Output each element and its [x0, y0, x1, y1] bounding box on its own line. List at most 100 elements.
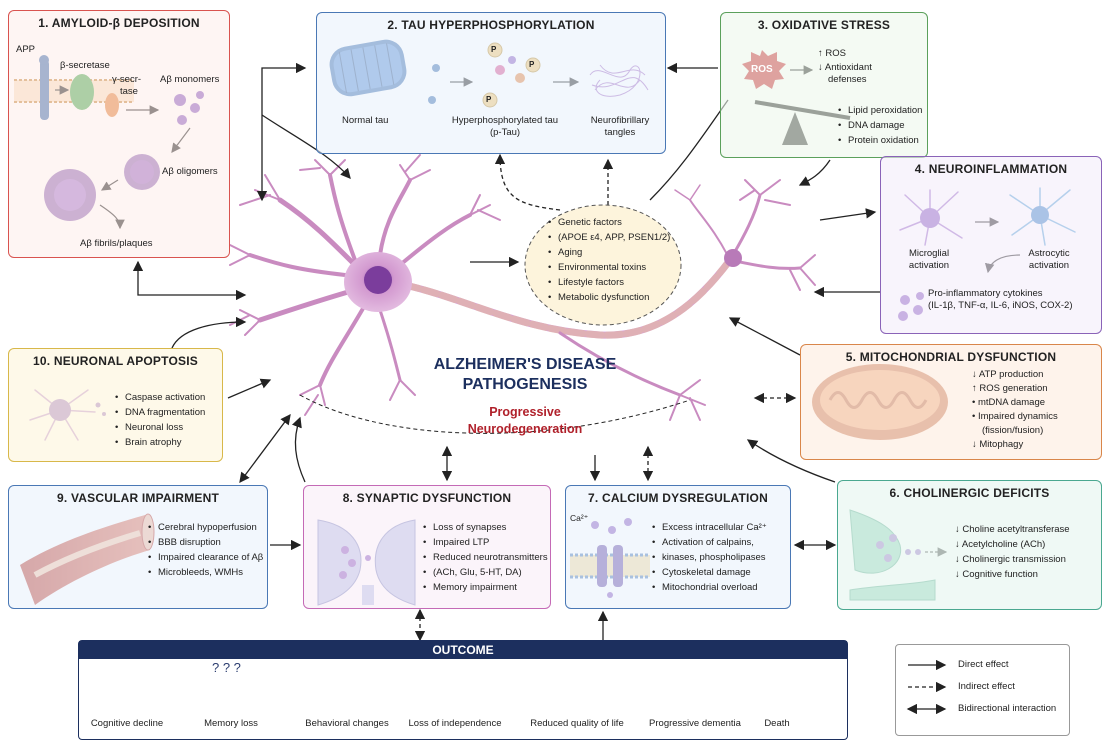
ptau-label-line2: (p-Tau): [489, 127, 521, 138]
legend-panel: [895, 644, 1070, 736]
question-marks-icon: ? ? ?: [212, 660, 241, 675]
ptau-label-line1: Hyperphosphorylated tau: [451, 115, 559, 126]
risk-factor-item: (APOE ε4, APP, PSEN1/2): [548, 230, 670, 245]
outcome-title: OUTCOME: [79, 641, 847, 659]
normal-tau-label: Normal tau: [342, 115, 389, 126]
oxidative-item: Protein oxidation: [838, 133, 922, 148]
antioxidant-label: ↓ Antioxidant defenses: [818, 62, 872, 86]
ptau-label: Hyperphosphorylated tau (p-Tau): [440, 115, 570, 139]
synaptic-item: (ACh, Glu, 5-HT, DA): [423, 565, 548, 580]
cytokines-label: Pro-inflammatory cytokines (IL-1β, TNF-α…: [928, 288, 1073, 312]
phosphate-label-1: P: [491, 45, 497, 54]
mitochondrial-item: ↑ ROS generation: [972, 383, 1048, 394]
cholinergic-item: ↓ Choline acetyltransferase: [955, 524, 1070, 535]
legend-lines: [906, 659, 947, 715]
oxidative-item: Lipid peroxidation: [838, 103, 922, 118]
vascular-item: BBB disruption: [148, 535, 263, 550]
secondary-neuron-soma: [724, 249, 742, 267]
risk-factor-item: Aging: [548, 245, 670, 260]
main-title: ALZHEIMER'S DISEASE PATHOGENESIS: [420, 355, 630, 395]
nft-label: Neurofibrillary tangles: [580, 115, 660, 139]
legend-bidirectional: Bidirectional interaction: [958, 703, 1057, 714]
cholinergic-list: ↓ Choline acetyltransferase ↓ Acetylchol…: [955, 522, 1070, 582]
outcome-memory-loss: Memory loss: [204, 718, 258, 729]
cholinergic-item: ↓ Cognitive function: [955, 569, 1038, 580]
mitochondrial-item: ↓ ATP production: [972, 369, 1044, 380]
cholinergic-title: 6. CHOLINERGIC DEFICITS: [889, 486, 1050, 500]
main-title-line1: ALZHEIMER'S DISEASE: [433, 356, 617, 373]
legend-direct: Direct effect: [958, 659, 1009, 670]
pathway-arrows: [132, 62, 880, 642]
synaptic-item: Loss of synapses: [423, 520, 548, 535]
microglial-line2: activation: [908, 260, 950, 271]
gamma-secretase-label-1: γ-secr-: [112, 74, 142, 85]
main-subtitle-line2: Neurodegeneration: [467, 422, 583, 436]
outcome-death: Death: [764, 718, 790, 729]
calcium-title: 7. CALCIUM DYSREGULATION: [588, 491, 768, 505]
risk-factor-list: Genetic factors (APOE ε4, APP, PSEN1/2) …: [548, 215, 670, 305]
microglial-label: Microglial activation: [898, 248, 960, 272]
beta-secretase-label: β-secretase: [60, 60, 110, 71]
apoptosis-list: Caspase activation DNA fragmentation Neu…: [115, 390, 205, 450]
synaptic-item: Impaired LTP: [423, 535, 548, 550]
cytokines-line2: (IL-1β, TNF-α, IL-6, iNOS, COX-2): [928, 300, 1073, 311]
outcome-progressive-dementia: Progressive dementia: [649, 718, 741, 729]
main-subtitle: Progressive Neurodegeneration: [445, 404, 605, 438]
risk-factor-item: Lifestyle factors: [548, 275, 670, 290]
apoptosis-item: Brain atrophy: [115, 435, 205, 450]
mitochondrial-item: • mtDNA damage: [972, 397, 1046, 408]
neuron-nucleus: [364, 266, 392, 294]
legend-indirect: Indirect effect: [958, 681, 1015, 692]
ros-label: ROS: [751, 64, 773, 75]
calcium-item: kinases, phospholipases: [652, 550, 767, 565]
amyloid-title: 1. AMYLOID-β DEPOSITION: [38, 16, 200, 30]
outcome-panel: OUTCOME: [78, 640, 848, 740]
antioxidant-line1: ↓ Antioxidant: [818, 62, 872, 73]
oligomers-label: Aβ oligomers: [162, 166, 218, 177]
cytokines-line1: Pro-inflammatory cytokines: [928, 288, 1043, 299]
oxidative-list: Lipid peroxidation DNA damage Protein ox…: [838, 103, 922, 148]
vascular-title: 9. VASCULAR IMPAIRMENT: [57, 491, 219, 505]
cholinergic-item: ↓ Cholinergic transmission: [955, 554, 1066, 565]
calcium-item: Activation of calpains,: [652, 535, 767, 550]
astrocytic-line2: activation: [1028, 260, 1070, 271]
synaptic-title: 8. SYNAPTIC DYSFUNCTION: [342, 491, 512, 505]
vascular-list: Cerebral hypoperfusion BBB disruption Im…: [148, 520, 263, 580]
mitochondrial-item: • Impaired dynamics: [972, 411, 1058, 422]
oxidative-item: DNA damage: [838, 118, 922, 133]
outcome-cognitive-decline: Cognitive decline: [90, 718, 164, 729]
astrocytic-line1: Astrocytic: [1028, 248, 1070, 259]
mitochondrial-item: (fission/fusion): [982, 425, 1044, 436]
vascular-item: Cerebral hypoperfusion: [148, 520, 263, 535]
synaptic-item: Memory impairment: [423, 580, 548, 595]
amyloid-deposition-box: 1. AMYLOID-β DEPOSITION: [8, 10, 230, 258]
outcome-behavioral-changes: Behavioral changes: [305, 718, 389, 729]
mitochondrial-title: 5. MITOCHONDRIAL DYSFUNCTION: [845, 350, 1057, 364]
calcium-list: Excess intracellular Ca²⁺ Activation of …: [652, 520, 767, 595]
synaptic-item: Reduced neurotransmitters: [423, 550, 548, 565]
antioxidant-line2: defenses: [828, 74, 867, 85]
outcome-loss-of-independence: Loss of independence: [408, 718, 502, 729]
apoptosis-item: Caspase activation: [115, 390, 205, 405]
central-neuron: [229, 154, 816, 421]
synaptic-list: Loss of synapses Impaired LTP Reduced ne…: [423, 520, 548, 595]
apoptosis-title: 10. NEURONAL APOPTOSIS: [33, 354, 198, 368]
up-ros-label: ↑ ROS: [818, 48, 846, 59]
cholinergic-item: ↓ Acetylcholine (ACh): [955, 539, 1046, 550]
vascular-item: Impaired clearance of Aβ: [148, 550, 263, 565]
risk-factor-item: Genetic factors: [548, 215, 670, 230]
mitochondrial-box: 5. MITOCHONDRIAL DYSFUNCTION: [800, 344, 1102, 460]
fibrils-label: Aβ fibrils/plaques: [80, 238, 153, 249]
main-title-line2: PATHOGENESIS: [462, 376, 588, 393]
mitochondrial-item: ↓ Mitophagy: [972, 439, 1024, 450]
risk-factor-item-cont: (APOE ε4, APP, PSEN1/2): [558, 232, 671, 243]
microglial-line1: Microglial: [908, 248, 950, 259]
tau-box: 2. TAU HYPERPHOSPHORYLATION: [316, 12, 666, 154]
mitochondrial-list: ↓ ATP production ↑ ROS generation • mtDN…: [972, 368, 1058, 452]
nft-label-line1: Neurofibrillary: [590, 115, 650, 126]
main-subtitle-line1: Progressive: [489, 405, 561, 419]
calcium-item: Cytoskeletal damage: [652, 565, 767, 580]
monomers-label: Aβ monomers: [160, 74, 220, 85]
oxidative-title: 3. OXIDATIVE STRESS: [757, 18, 891, 32]
phosphate-label-3: P: [486, 95, 492, 104]
